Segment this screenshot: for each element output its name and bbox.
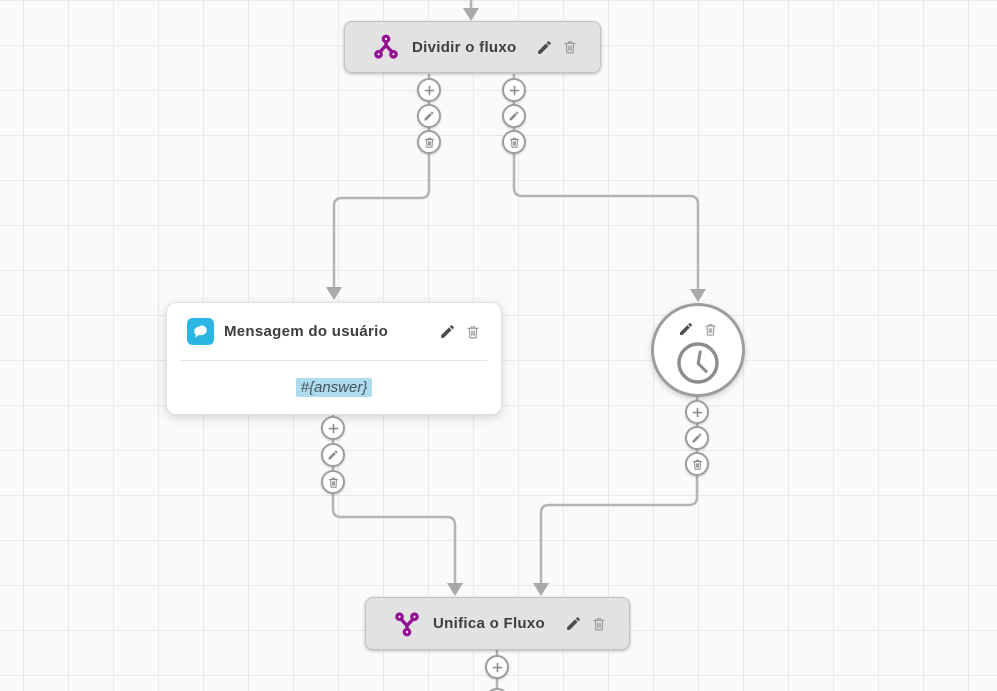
edit-node-button[interactable] <box>678 321 694 337</box>
trash-icon <box>509 137 519 148</box>
delete-node-button[interactable] <box>591 616 607 632</box>
chat-bubble-icon <box>187 318 214 345</box>
edit-node-button[interactable] <box>565 615 582 632</box>
trash-icon <box>593 617 605 630</box>
plus-icon <box>509 85 519 95</box>
edit-action-button[interactable] <box>321 443 345 467</box>
add-action-button[interactable] <box>321 416 345 440</box>
add-action-button[interactable] <box>485 655 509 679</box>
delete-node-button[interactable] <box>703 321 718 337</box>
pencil-icon <box>424 111 434 121</box>
delete-action-button[interactable] <box>321 470 345 494</box>
edit-action-button[interactable] <box>685 426 709 450</box>
delete-action-button[interactable] <box>502 130 526 154</box>
node-title: Dividir o fluxo <box>412 38 517 56</box>
split-flow-icon <box>374 34 398 59</box>
node-mensagem-usuario[interactable]: Mensagem do usuário #{answer} <box>166 302 502 415</box>
node-unifica-fluxo[interactable]: Unifica o Fluxo <box>365 597 630 650</box>
plus-icon <box>492 662 502 672</box>
clock-icon <box>677 342 719 384</box>
delete-node-button[interactable] <box>465 324 481 340</box>
trash-icon <box>328 477 338 488</box>
pencil-icon <box>692 433 702 443</box>
node-body: #{answer} <box>167 361 501 414</box>
edit-action-button[interactable] <box>502 104 526 128</box>
node-divider <box>181 360 487 361</box>
trash-icon <box>424 137 434 148</box>
node-title: Mensagem do usuário <box>224 323 389 340</box>
pencil-icon <box>441 325 454 338</box>
merge-flow-icon <box>395 611 419 636</box>
pencil-icon <box>538 40 551 54</box>
trash-icon <box>467 325 479 338</box>
delete-action-button[interactable] <box>417 130 441 154</box>
edit-node-button[interactable] <box>536 39 553 56</box>
pencil-icon <box>567 617 580 630</box>
edit-action-button[interactable] <box>417 104 441 128</box>
trash-icon <box>692 459 702 470</box>
variable-value: #{answer} <box>295 378 373 397</box>
node-header: Mensagem do usuário <box>167 303 501 360</box>
trash-icon <box>705 323 716 336</box>
pencil-icon <box>328 450 338 460</box>
edit-node-button[interactable] <box>439 323 456 340</box>
add-action-button[interactable] <box>417 78 441 102</box>
add-action-button[interactable] <box>502 78 526 102</box>
add-action-button[interactable] <box>685 400 709 424</box>
pencil-icon <box>680 322 693 335</box>
plus-icon <box>328 423 338 433</box>
pencil-icon <box>509 111 519 121</box>
plus-icon <box>424 85 434 95</box>
node-dividir-fluxo[interactable]: Dividir o fluxo <box>344 21 601 73</box>
node-title: Unifica o Fluxo <box>433 615 546 632</box>
node-wait-timer[interactable] <box>651 303 745 397</box>
delete-action-button[interactable] <box>685 452 709 476</box>
trash-icon <box>564 41 576 54</box>
delete-node-button[interactable] <box>562 39 578 55</box>
plus-icon <box>692 407 702 417</box>
